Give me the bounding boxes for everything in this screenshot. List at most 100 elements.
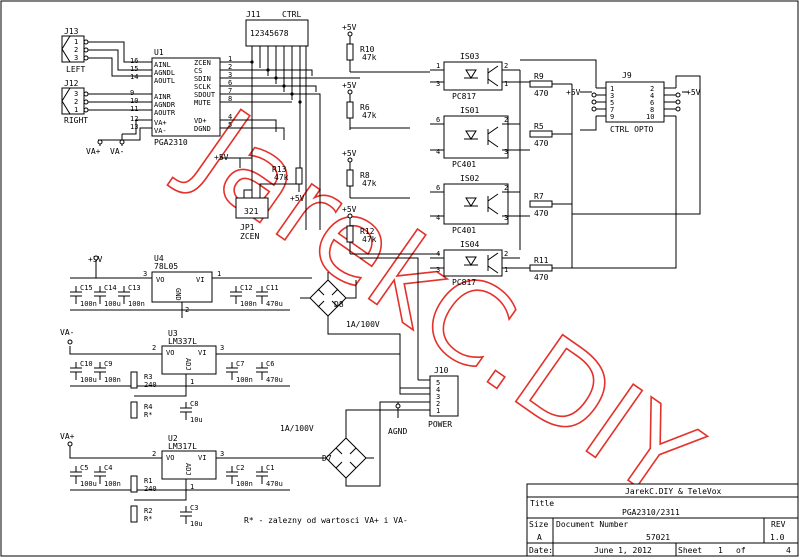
j9-pin-4: 4 <box>650 92 654 100</box>
opto-3-pin-d: 1 <box>504 266 508 274</box>
u1-pin-1-name: ZCEN <box>194 59 211 67</box>
c4-ref: C4 <box>104 464 112 472</box>
opto-1-pin-b: 4 <box>436 148 440 156</box>
rail-vaplus-u1: VA+ <box>86 147 101 156</box>
u1-pin-9-num: 9 <box>130 89 134 97</box>
j12-name: RIGHT <box>64 116 88 125</box>
r6-val: 47k <box>362 111 377 120</box>
u4-pin3: 3 <box>143 270 147 278</box>
j13-pin-3: 3 <box>74 54 78 62</box>
u2-vi: VI <box>198 454 206 462</box>
tb-sheets: 4 <box>786 546 791 555</box>
j9-pin-5: 5 <box>610 99 614 107</box>
r9-ref: R9 <box>534 72 544 81</box>
tb-rev-label: REV <box>771 520 786 529</box>
d7-ref: D7 <box>322 454 332 463</box>
u3-vo: VO <box>166 349 174 357</box>
j9-pin-2: 2 <box>650 85 654 93</box>
connector-j13: J13 1 2 3 LEFT <box>61 27 89 74</box>
j9-pin-7: 7 <box>610 106 614 114</box>
r13-val: 47k <box>274 173 289 182</box>
c14-ref: C14 <box>104 284 117 292</box>
ic-u1: U1 PGA2310 AINL16AGNDL15AOUTL14AINR9AGND… <box>130 48 232 147</box>
j13-pin-1: 1 <box>74 38 78 46</box>
r1-ref: R1 <box>144 477 152 485</box>
tb-date-label: Date: <box>529 546 553 555</box>
opto-3-pin-c: 2 <box>504 250 508 258</box>
regulator-u3: U3 LM337L VO VI ADJ 2 3 1 <box>152 329 224 386</box>
u4-vi: VI <box>196 276 204 284</box>
opto-0-part: PC817 <box>452 92 476 101</box>
u2-adj: ADJ <box>184 463 192 476</box>
bridge-d8: D8 1A/100V <box>300 272 430 389</box>
c8-ref: C8 <box>190 400 198 408</box>
opto-3-ref: IS04 <box>460 240 479 249</box>
u1-pin-3-num: 3 <box>228 71 232 79</box>
u4-pin1: 1 <box>217 270 221 278</box>
j11-pins: 12345678 <box>250 29 289 38</box>
r6-ref: R6 <box>360 103 370 112</box>
opto-3-pin-b: 3 <box>436 266 440 274</box>
opto-2-pin-c: 2 <box>504 184 508 192</box>
r2-ref: R2 <box>144 507 152 515</box>
u1-pin-7-name: SDOUT <box>194 91 216 99</box>
opto-1-pin-c: 2 <box>504 116 508 124</box>
c14-val: 100u <box>104 300 121 308</box>
tb-size-label: Size <box>529 520 548 529</box>
j10-ref: J10 <box>434 366 449 375</box>
c10-val: 100u <box>80 376 97 384</box>
u4-part: 78L05 <box>154 262 178 271</box>
j13-name: LEFT <box>66 65 85 74</box>
c1-ref: C1 <box>266 464 274 472</box>
c1-val: 470u <box>266 480 283 488</box>
opto-2-pin-b: 4 <box>436 214 440 222</box>
regulator-u2: U2 LM317L VO VI ADJ 2 3 1 <box>152 434 224 491</box>
capacitor-c8: C8 10u <box>180 400 203 424</box>
u2-pin2: 2 <box>152 450 156 458</box>
u1-pin-7-num: 7 <box>228 87 232 95</box>
tb-title-label: Title <box>530 499 554 508</box>
u1-pin-11-num: 11 <box>130 105 138 113</box>
rail-vaplus-u2: VA+ <box>60 432 75 441</box>
u1-pin-14-name: AOUTL <box>154 77 175 85</box>
opto-3-part: PC817 <box>452 278 476 287</box>
u1-pin-13-num: 13 <box>130 123 138 131</box>
j9-pin-9: 9 <box>610 113 614 121</box>
j9-pin-8: 8 <box>650 106 654 114</box>
tb-rev: 1.0 <box>770 533 785 542</box>
tb-sheet: 1 <box>718 546 723 555</box>
r12-rail: +5V <box>342 205 357 214</box>
u1-pin-8-name: MUTE <box>194 99 211 107</box>
c11-ref: C11 <box>266 284 279 292</box>
opto-0-pin-d: 1 <box>504 80 508 88</box>
j13-pin-2: 2 <box>74 46 78 54</box>
c15-val: 100n <box>80 300 97 308</box>
rail-vaminus-u1: VA- <box>110 147 124 156</box>
rail-p5v-u1: +5V <box>214 153 229 162</box>
tb-sheet-label: Sheet <box>678 546 702 555</box>
u1-pin-13-name: VA- <box>154 127 167 135</box>
r13-ref: R13 <box>272 165 287 174</box>
j10-pin-5: 5 <box>436 379 440 387</box>
u1-pin-5-name: DGND <box>194 125 211 133</box>
tb-company: JarekC.DIY & TeleVox <box>625 487 722 496</box>
u2-vo: VO <box>166 454 174 462</box>
tb-date: June 1, 2012 <box>594 546 652 555</box>
rail-vaminus-u3: VA- <box>60 328 74 337</box>
c8-val: 10u <box>190 416 203 424</box>
j9-pin-3: 3 <box>610 92 614 100</box>
j10-pin-3: 3 <box>436 393 440 401</box>
c2-val: 100n <box>236 480 253 488</box>
resistor-r4: R4R* <box>130 401 152 419</box>
